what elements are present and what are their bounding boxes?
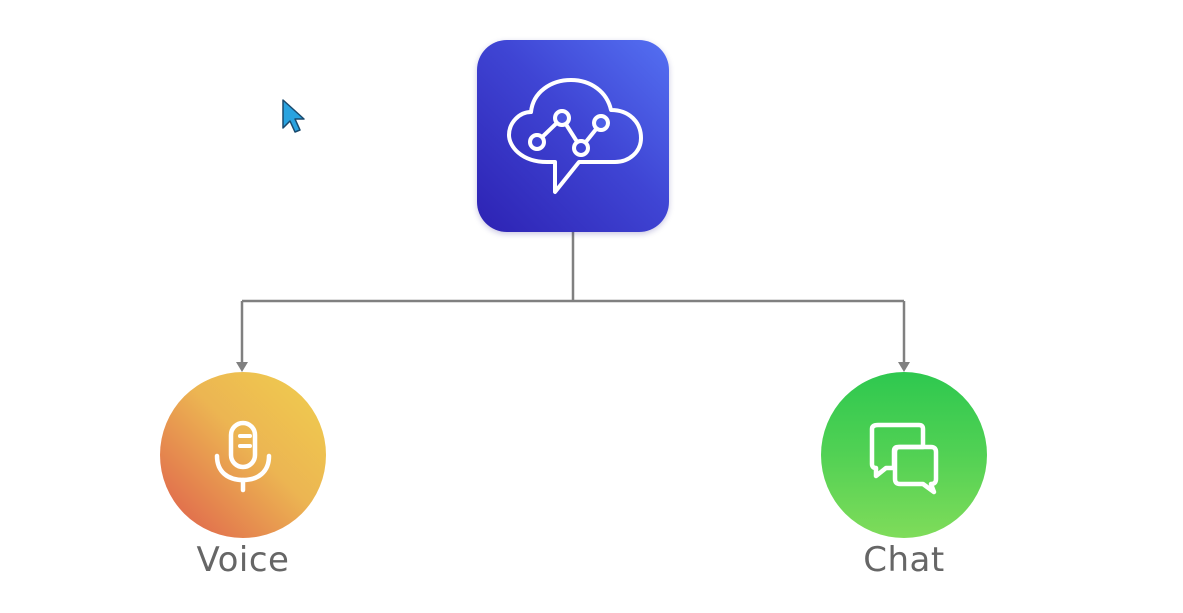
voice-node bbox=[160, 372, 326, 538]
root-node bbox=[477, 40, 669, 232]
mouse-pointer-icon bbox=[282, 99, 305, 133]
arrowhead-voice bbox=[236, 362, 248, 372]
cloud-chat-analytics-icon bbox=[507, 78, 643, 194]
chat-node bbox=[821, 372, 987, 538]
chat-label: Chat bbox=[863, 540, 945, 580]
arrowhead-chat bbox=[898, 362, 910, 372]
voice-label: Voice bbox=[196, 540, 290, 580]
microphone-icon bbox=[214, 420, 272, 493]
chat-bubbles-icon bbox=[869, 422, 939, 495]
